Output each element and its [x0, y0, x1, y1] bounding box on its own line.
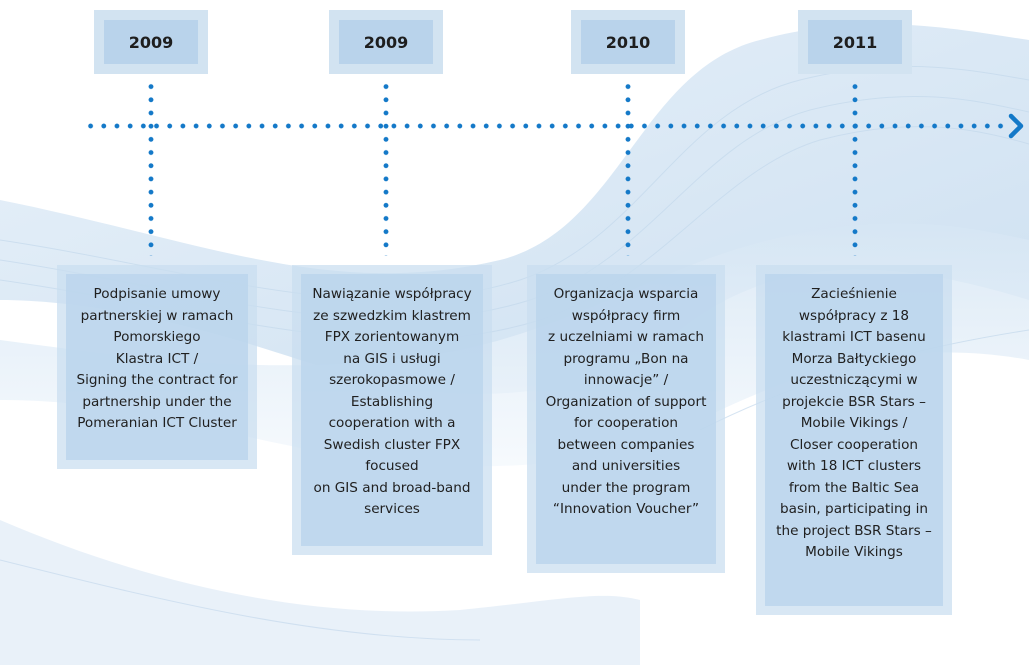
year-label: 2010: [581, 20, 675, 64]
connector-line: [383, 80, 389, 256]
year-label: 2011: [808, 20, 902, 64]
milestone-card: Nawiązanie współpracy ze szwedzkim klast…: [292, 265, 492, 555]
milestone-text: Organizacja wsparcia współpracy firm z u…: [536, 274, 716, 564]
milestone-text: Zacieśnienie współpracy z 18 klastrami I…: [765, 274, 943, 606]
connector-line: [852, 80, 858, 256]
milestone-card: Organizacja wsparcia współpracy firm z u…: [527, 265, 725, 573]
timeline-axis: [84, 123, 1008, 129]
year-label: 2009: [339, 20, 433, 64]
year-badge: 2011: [798, 10, 912, 74]
milestone-card: Podpisanie umowy partnerskiej w ramach P…: [57, 265, 257, 469]
connector-line: [625, 80, 631, 256]
year-badge: 2009: [94, 10, 208, 74]
year-badge: 2010: [571, 10, 685, 74]
milestone-card: Zacieśnienie współpracy z 18 klastrami I…: [756, 265, 952, 615]
year-badge: 2009: [329, 10, 443, 74]
connector-line: [148, 80, 154, 256]
timeline-arrow-icon: [1008, 113, 1024, 139]
milestone-text: Nawiązanie współpracy ze szwedzkim klast…: [301, 274, 483, 546]
milestone-text: Podpisanie umowy partnerskiej w ramach P…: [66, 274, 248, 460]
year-label: 2009: [104, 20, 198, 64]
